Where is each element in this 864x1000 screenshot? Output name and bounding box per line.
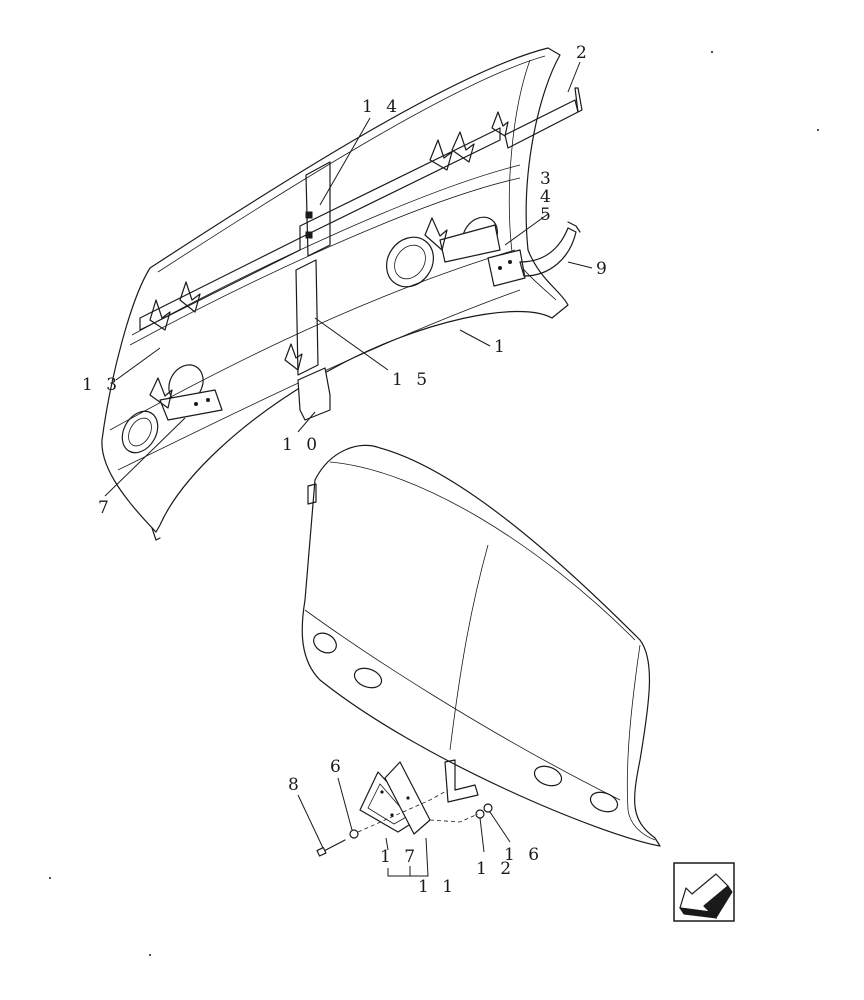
bracket-7	[149, 377, 223, 421]
bracket-10	[297, 367, 331, 421]
hardware	[316, 761, 493, 857]
callout-12: 1 2	[476, 859, 515, 879]
leader-lines	[104, 61, 593, 877]
callout-2: 2	[576, 43, 591, 63]
nut-16	[483, 803, 493, 813]
callout-17: 1 7	[380, 847, 419, 867]
callout-7: 7	[98, 498, 113, 518]
bolt-8	[321, 839, 346, 853]
vertical-strut	[295, 161, 331, 421]
callout-4: 4	[540, 187, 555, 207]
callout-16: 1 6	[504, 845, 543, 865]
clamp-brackets	[149, 111, 509, 371]
callout-6: 6	[330, 757, 345, 777]
callout-13: 1 3	[82, 375, 121, 395]
callout-labels: 2 1 4 3 4 5 9 1 1 5 1 3 1 0 7 6 8 1 7 1 …	[82, 43, 611, 897]
callout-15: 1 5	[392, 370, 431, 390]
washer-6	[349, 829, 359, 839]
callout-3: 3	[540, 169, 555, 189]
callout-1: 1	[494, 337, 509, 357]
bracket-9	[424, 217, 581, 287]
direction-arrow-icon[interactable]	[673, 862, 735, 922]
callout-11: 1 1	[418, 877, 457, 897]
mounting-bracket	[444, 759, 479, 803]
callout-10: 1 0	[282, 435, 321, 455]
callout-9: 9	[596, 259, 611, 279]
callout-14: 1 4	[362, 97, 401, 117]
support-rails	[139, 87, 583, 331]
hood-panel-front	[301, 444, 661, 847]
callout-5: 5	[540, 205, 555, 225]
hood-panel-rear	[101, 47, 569, 541]
scan-dots	[49, 51, 819, 956]
callout-8: 8	[288, 775, 303, 795]
bracket-2	[504, 99, 579, 149]
